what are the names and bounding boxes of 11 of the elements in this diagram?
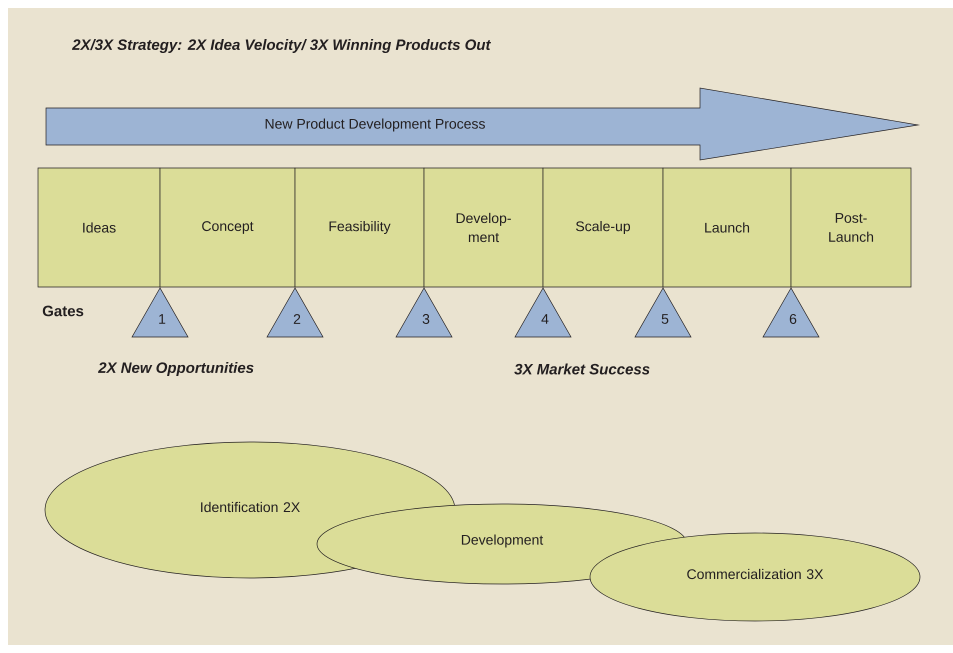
stage-box: Develop- ment <box>424 168 544 288</box>
gates-label: Gates <box>42 306 84 316</box>
stage-box: Launch <box>662 168 792 288</box>
section-heading: 2X New Opportunities <box>98 362 254 376</box>
section-heading: 3X Market Success <box>514 364 650 374</box>
stage-box: Ideas <box>38 168 160 288</box>
stage-box: Scale-up <box>542 168 664 288</box>
stage-box: Post- Launch <box>790 168 912 288</box>
stage-box: Concept <box>160 168 296 288</box>
stage-box: Feasibility <box>294 168 424 288</box>
title: 2X/3X Strategy: 2X Idea Velocity/ 3X Winning Products Out <box>72 39 492 53</box>
